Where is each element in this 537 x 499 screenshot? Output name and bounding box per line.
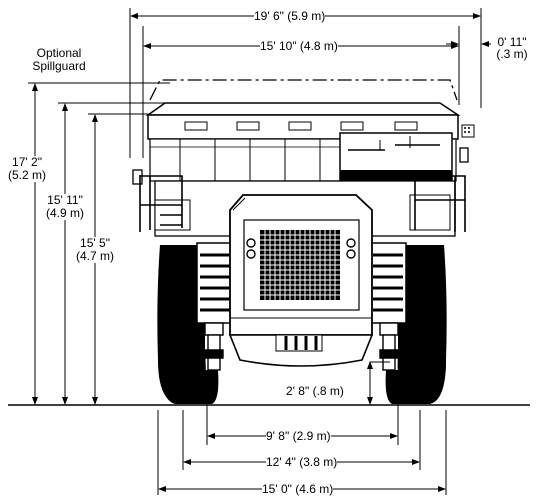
tire-width-label: 15' 0" (4.6 m) bbox=[262, 482, 334, 496]
height-body-m-label: (4.9 m) bbox=[40, 207, 90, 220]
headlight-left-lower bbox=[246, 249, 256, 259]
height-spillguard-ft-label: 17' 2" bbox=[4, 156, 50, 169]
front-tread-label: 9' 8" (2.9 m) bbox=[266, 429, 331, 443]
rear-tire-left-lower bbox=[158, 345, 219, 404]
front-struts bbox=[204, 322, 399, 371]
overhang-m-label: (.3 m) bbox=[496, 47, 528, 61]
ground-clearance-label: 2' 8" (.8 m) bbox=[286, 384, 344, 398]
front-tire-left bbox=[196, 242, 234, 324]
overall-width-label: 19' 6" (5.9 m) bbox=[254, 9, 326, 23]
spillguard-outline bbox=[149, 79, 458, 101]
headlight-right-lower bbox=[346, 249, 356, 259]
left-mirror bbox=[132, 169, 143, 185]
overhang-ft-label: 0' 11" bbox=[497, 35, 527, 49]
headlight-left-upper bbox=[246, 238, 256, 248]
left-handrail bbox=[139, 175, 183, 232]
right-handrail bbox=[414, 175, 466, 232]
rear-tire-right-lower bbox=[385, 345, 446, 404]
right-mirror bbox=[459, 147, 469, 163]
height-canopy-ft-label: 15' 5" bbox=[70, 237, 120, 250]
spillguard-label-1: Optional bbox=[36, 46, 82, 60]
body-width-label: 15' 10" (4.8 m) bbox=[260, 39, 338, 53]
front-axle-housing bbox=[228, 334, 374, 367]
height-body-ft-label: 15' 11" bbox=[40, 194, 90, 207]
height-spillguard-m-label: (5.2 m) bbox=[4, 169, 50, 182]
radiator-grille-housing bbox=[229, 194, 373, 336]
height-canopy-m-label: (4.7 m) bbox=[70, 250, 120, 263]
headlight-right-upper bbox=[346, 238, 356, 248]
rear-tread-label: 12' 4" (3.8 m) bbox=[266, 455, 338, 469]
dim-ground-clearance bbox=[367, 361, 390, 405]
spillguard-label-2: Spillguard bbox=[32, 59, 86, 73]
front-tire-right bbox=[369, 242, 407, 324]
grille-icon bbox=[260, 230, 340, 300]
